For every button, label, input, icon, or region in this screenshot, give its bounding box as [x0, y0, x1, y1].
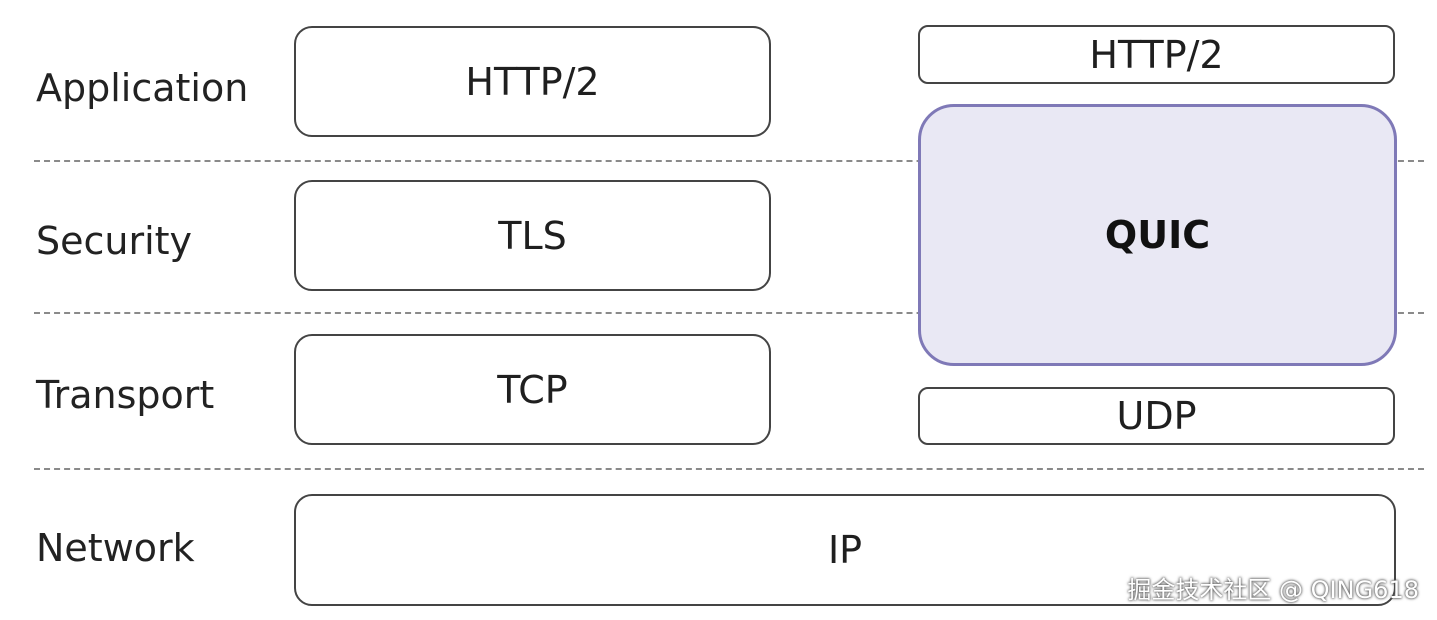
layer-label-network: Network — [36, 526, 195, 570]
right-http2-label: HTTP/2 — [1089, 32, 1224, 77]
tls-box: TLS — [294, 180, 771, 291]
watermark: 掘金技术社区 @ QING618 — [1127, 576, 1419, 604]
udp-label: UDP — [1116, 394, 1197, 438]
ip-label: IP — [827, 528, 863, 572]
udp-box: UDP — [918, 387, 1395, 445]
divider-application-security — [34, 160, 1424, 162]
right-http2-box: HTTP/2 — [918, 25, 1395, 84]
layer-label-security: Security — [36, 219, 193, 263]
tls-label: TLS — [498, 213, 567, 258]
left-http2-box: HTTP/2 — [294, 26, 771, 137]
divider-transport-network — [34, 468, 1424, 470]
ip-box: IP — [294, 494, 1396, 606]
divider-security-transport — [34, 312, 1424, 314]
layer-label-application: Application — [36, 66, 249, 110]
tcp-label: TCP — [497, 367, 568, 412]
layer-label-transport: Transport — [36, 373, 215, 417]
quic-label: QUIC — [1104, 213, 1211, 257]
left-http2-label: HTTP/2 — [465, 59, 600, 104]
quic-box: QUIC — [918, 104, 1397, 366]
tcp-box: TCP — [294, 334, 771, 445]
